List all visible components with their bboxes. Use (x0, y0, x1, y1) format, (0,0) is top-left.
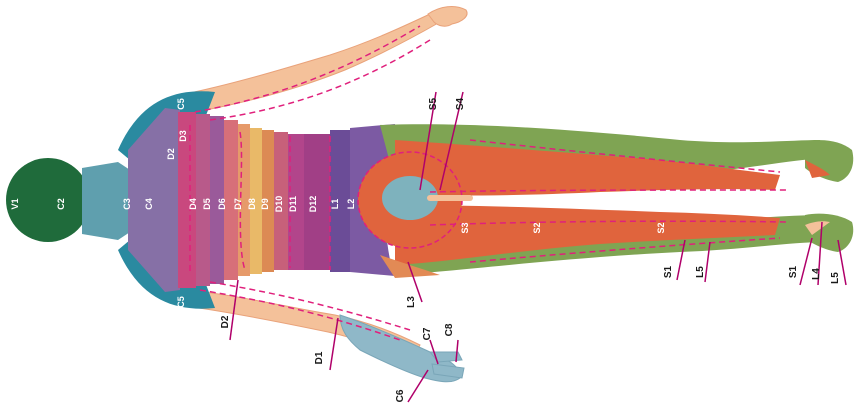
label-c7: C7 (422, 327, 433, 340)
label-d11: D11 (288, 196, 298, 212)
label-c2: C2 (56, 198, 66, 210)
label-s5: S5 (428, 97, 439, 110)
label-c3: C3 (122, 198, 132, 210)
label-d6: D6 (217, 198, 227, 210)
label-c6: C6 (395, 389, 406, 402)
label-l1: L1 (330, 199, 340, 210)
label-d10: D10 (274, 196, 284, 213)
label-c5-bottom: C5 (176, 296, 186, 308)
label-s2-upper: S2 (532, 222, 542, 233)
label-d2-upper: D2 (166, 148, 176, 160)
label-l5-thigh: L5 (695, 266, 706, 278)
label-v1: V1 (10, 198, 20, 209)
label-s2-lower: S2 (656, 222, 666, 233)
label-l2: L2 (346, 199, 356, 210)
label-l4-foot: L4 (811, 268, 822, 280)
label-c5-top: C5 (176, 98, 186, 110)
label-d12: D12 (308, 196, 318, 213)
label-d5: D5 (202, 198, 212, 210)
label-d1: D1 (314, 351, 325, 364)
label-s1-foot: S1 (788, 265, 799, 278)
label-d4: D4 (188, 198, 198, 210)
label-l5-foot: L5 (830, 272, 841, 284)
label-c4: C4 (144, 198, 154, 210)
label-d3: D3 (178, 130, 188, 142)
label-s1-thigh: S1 (663, 265, 674, 278)
label-s4: S4 (455, 97, 466, 110)
label-d7: D7 (233, 198, 243, 210)
label-d2-lower: D2 (220, 315, 231, 328)
label-s3: S3 (460, 222, 470, 233)
label-c8: C8 (444, 323, 455, 336)
label-d9: D9 (260, 198, 270, 210)
label-l3: L3 (406, 296, 417, 308)
label-d8: D8 (247, 198, 257, 210)
